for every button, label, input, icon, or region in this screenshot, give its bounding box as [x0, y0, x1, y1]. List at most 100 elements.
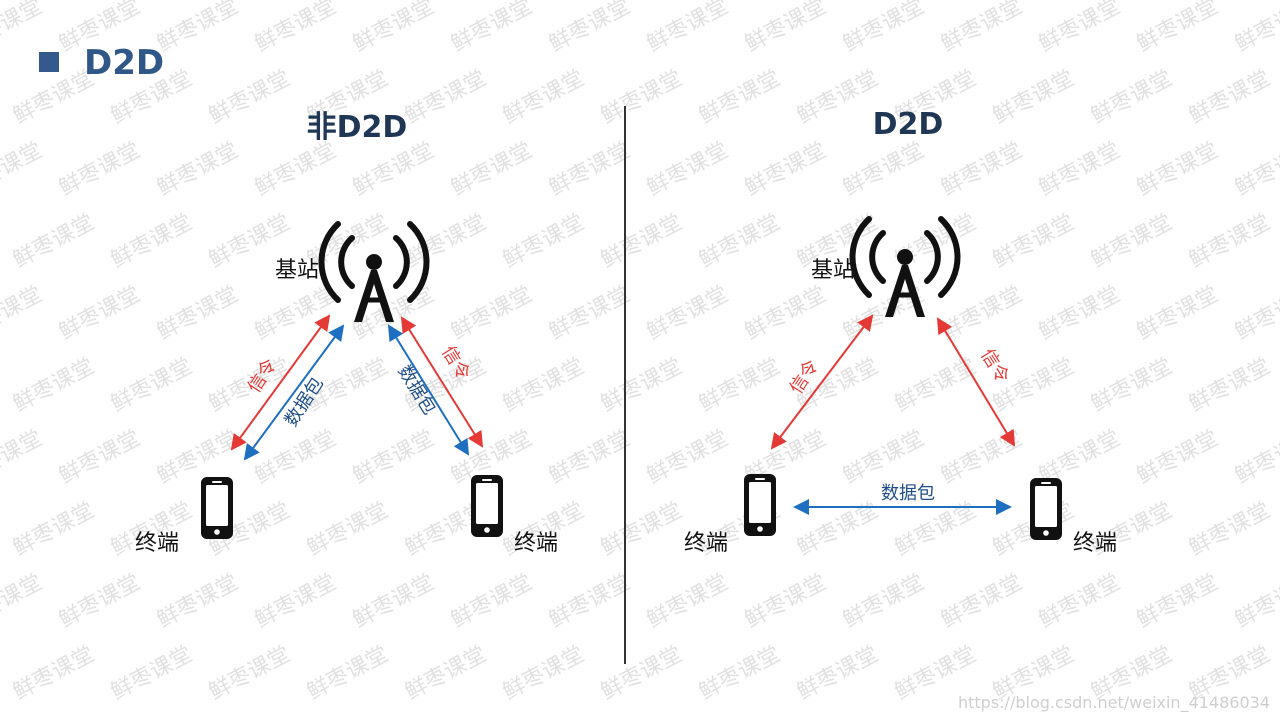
watermark-text: 鲜枣课堂: [1185, 66, 1274, 129]
watermark-text: 鲜枣课堂: [839, 0, 928, 57]
watermark-text: 鲜枣课堂: [695, 66, 784, 129]
watermark-text: 鲜枣课堂: [499, 354, 588, 417]
right-terminal-left-label: 终端: [684, 531, 728, 556]
watermark-text: 鲜枣课堂: [937, 570, 1026, 633]
watermark-text: 鲜枣课堂: [107, 642, 196, 705]
left-terminal-left-label: 终端: [135, 531, 179, 556]
header-group: D2D: [39, 43, 164, 83]
watermark-text: 鲜枣课堂: [153, 570, 242, 633]
watermark-text: 鲜枣课堂: [0, 0, 47, 57]
watermark-layer: 鲜枣课堂鲜枣课堂鲜枣课堂鲜枣课堂鲜枣课堂鲜枣课堂鲜枣课堂鲜枣课堂鲜枣课堂鲜枣课堂…: [0, 0, 1280, 705]
watermark-text: 鲜枣课堂: [499, 642, 588, 705]
watermark-text: 鲜枣课堂: [1087, 354, 1176, 417]
watermark-text: 鲜枣课堂: [1133, 570, 1222, 633]
watermark-text: 鲜枣课堂: [891, 354, 980, 417]
watermark-text: 鲜枣课堂: [0, 642, 1, 705]
left-terminal-left-smartphone-icon: [201, 477, 233, 539]
watermark-text: 鲜枣课堂: [1035, 138, 1124, 201]
watermark-text: 鲜枣课堂: [643, 426, 732, 489]
left-panel-title: 非D2D: [307, 110, 408, 145]
watermark-text: 鲜枣课堂: [839, 570, 928, 633]
watermark-text: 鲜枣课堂: [793, 66, 882, 129]
right-signal-left-arrow: [770, 314, 874, 450]
watermark-text: 鲜枣课堂: [793, 642, 882, 705]
watermark-text: 鲜枣课堂: [0, 498, 1, 561]
watermark-text: 鲜枣课堂: [597, 66, 686, 129]
watermark-text: 鲜枣课堂: [153, 0, 242, 57]
watermark-text: 鲜枣课堂: [205, 642, 294, 705]
watermark-text: 鲜枣课堂: [643, 0, 732, 57]
watermark-text: 鲜枣课堂: [1133, 426, 1222, 489]
watermark-text: 鲜枣课堂: [349, 426, 438, 489]
watermark-text: 鲜枣课堂: [447, 282, 536, 345]
watermark-text: 鲜枣课堂: [597, 642, 686, 705]
watermark-text: 鲜枣课堂: [597, 498, 686, 561]
watermark-text: 鲜枣课堂: [695, 642, 784, 705]
watermark-text: 鲜枣课堂: [447, 570, 536, 633]
watermark-text: 鲜枣课堂: [9, 210, 98, 273]
right-base-station-label: 基站: [811, 258, 855, 283]
watermark-text: 鲜枣课堂: [545, 570, 634, 633]
watermark-text: 鲜枣课堂: [251, 0, 340, 57]
watermark-text: 鲜枣课堂: [695, 210, 784, 273]
watermark-text: 鲜枣课堂: [401, 642, 490, 705]
watermark-text: 鲜枣课堂: [545, 0, 634, 57]
right-terminal-right-smartphone-icon: [1030, 478, 1062, 540]
watermark-text: 鲜枣课堂: [0, 426, 47, 489]
watermark-text: 鲜枣课堂: [1231, 570, 1280, 633]
watermark-text: 鲜枣课堂: [1185, 498, 1274, 561]
watermark-text: 鲜枣课堂: [937, 0, 1026, 57]
watermark-text: 鲜枣课堂: [499, 210, 588, 273]
watermark-text: 鲜枣课堂: [1231, 0, 1280, 57]
watermark-text: 鲜枣课堂: [695, 354, 784, 417]
watermark-text: 鲜枣课堂: [1185, 354, 1274, 417]
watermark-text: 鲜枣课堂: [545, 282, 634, 345]
watermark-text: 鲜枣课堂: [153, 138, 242, 201]
watermark-text: 鲜枣课堂: [205, 66, 294, 129]
watermark-text: 鲜枣课堂: [401, 210, 490, 273]
watermark-text: 鲜枣课堂: [1185, 210, 1274, 273]
watermark-text: 鲜枣课堂: [741, 570, 830, 633]
watermark-text: 鲜枣课堂: [989, 66, 1078, 129]
watermark-text: 鲜枣课堂: [1231, 282, 1280, 345]
watermark-text: 鲜枣课堂: [1035, 0, 1124, 57]
watermark-text: 鲜枣课堂: [545, 138, 634, 201]
watermark-text: 鲜枣课堂: [349, 138, 438, 201]
watermark-text: 鲜枣课堂: [0, 66, 1, 129]
watermark-text: 鲜枣课堂: [0, 138, 47, 201]
watermark-text: 鲜枣课堂: [9, 354, 98, 417]
watermark-text: 鲜枣课堂: [597, 354, 686, 417]
watermark-text: 鲜枣课堂: [1035, 570, 1124, 633]
watermark-text: 鲜枣课堂: [303, 642, 392, 705]
watermark-text: 鲜枣课堂: [251, 138, 340, 201]
watermark-text: 鲜枣课堂: [0, 282, 47, 345]
watermark-text: 鲜枣课堂: [989, 210, 1078, 273]
watermark-text: 鲜枣课堂: [0, 354, 1, 417]
watermark-text: 鲜枣课堂: [741, 0, 830, 57]
watermark-text: 鲜枣课堂: [9, 498, 98, 561]
watermark-text: 鲜枣课堂: [499, 66, 588, 129]
watermark-text: 鲜枣课堂: [9, 642, 98, 705]
right-panel-title: D2D: [873, 107, 944, 142]
watermark-text: 鲜枣课堂: [447, 138, 536, 201]
watermark-text: 鲜枣课堂: [597, 210, 686, 273]
watermark-text: 鲜枣课堂: [107, 210, 196, 273]
watermark-text: 鲜枣课堂: [937, 138, 1026, 201]
right-signal-right-label: 信令: [976, 345, 1013, 387]
watermark-text: 鲜枣课堂: [153, 282, 242, 345]
right-terminal-right-label: 终端: [1073, 531, 1117, 556]
watermark-text: 鲜枣课堂: [1087, 210, 1176, 273]
watermark-text: 鲜枣课堂: [643, 570, 732, 633]
watermark-text: 鲜枣课堂: [447, 0, 536, 57]
left-terminal-right-label: 终端: [514, 531, 558, 556]
watermark-url: https://blog.csdn.net/weixin_41486034: [958, 693, 1270, 713]
watermark-text: 鲜枣课堂: [55, 138, 144, 201]
right-panel: D2D 基站 终端 终端 信令 信令 数据包: [684, 107, 1117, 556]
watermark-text: 鲜枣课堂: [1133, 0, 1222, 57]
left-packet-right-arrow: [387, 324, 470, 456]
watermark-text: 鲜枣课堂: [643, 282, 732, 345]
watermark-text: 鲜枣课堂: [1231, 138, 1280, 201]
header-square-icon: [39, 52, 59, 72]
